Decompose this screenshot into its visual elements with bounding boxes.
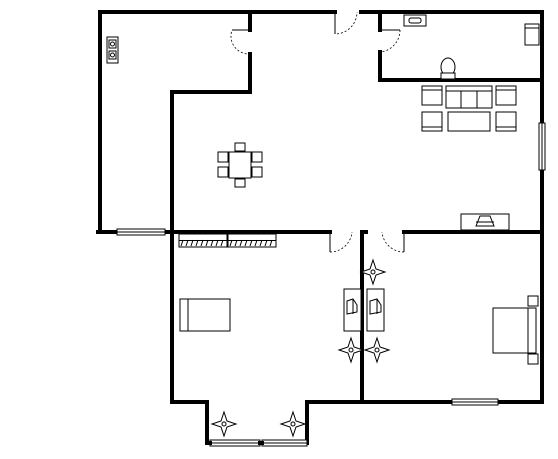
- door-bedroom-right: [381, 231, 405, 253]
- tv-cabinet-icon: [460, 213, 510, 231]
- armchair-icon: [421, 111, 443, 132]
- plant-icon: [210, 410, 238, 438]
- washbasin-icon: [403, 14, 427, 27]
- plant-icon: [279, 410, 307, 438]
- door-entrance: [334, 11, 358, 35]
- plant-icon: [363, 336, 391, 364]
- bed-icon: [492, 295, 539, 365]
- wardrobe-icon: [178, 233, 228, 248]
- coffee-table-icon: [447, 111, 491, 132]
- plant-icon: [337, 336, 365, 364]
- armchair-icon: [421, 85, 443, 106]
- stove-icon: [106, 36, 119, 64]
- plant-icon: [359, 258, 387, 286]
- doors: [230, 11, 405, 253]
- armchair-icon: [495, 111, 517, 132]
- washing-machine-icon: [524, 23, 540, 46]
- wardrobe-icon: [227, 233, 277, 248]
- armchair-icon: [495, 85, 517, 106]
- door-kitchen: [230, 29, 251, 55]
- door-bedroom-left: [329, 231, 353, 253]
- bed-icon: [179, 298, 231, 332]
- sofa-icon: [445, 85, 493, 109]
- door-bathroom: [379, 29, 401, 53]
- nightstand-icon: [343, 288, 362, 332]
- dining-table-icon: [217, 142, 263, 188]
- nightstand-icon: [366, 288, 385, 332]
- toilet-icon: [440, 57, 456, 80]
- walls: [96, 10, 544, 445]
- windows: [116, 122, 546, 447]
